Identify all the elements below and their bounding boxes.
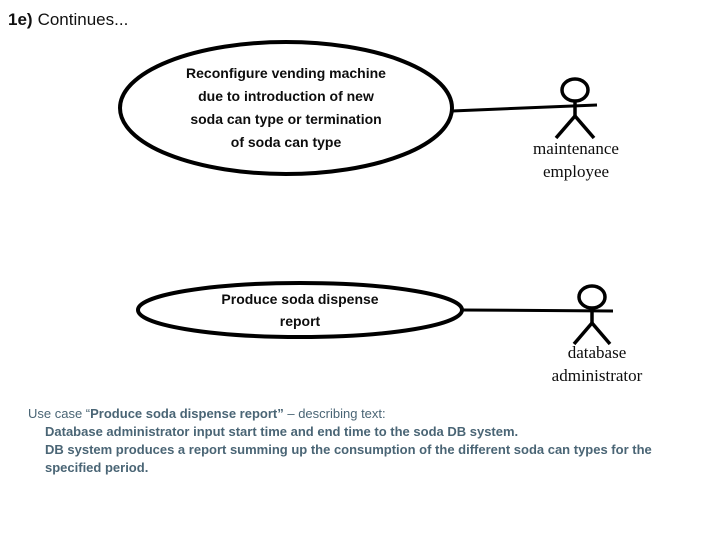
use-case1-line: of soda can type: [230, 134, 342, 150]
actor-label-database-administrator: database administrator: [517, 341, 677, 387]
actor1-left-leg: [554, 114, 577, 140]
actor2-left-leg: [572, 321, 594, 346]
use-case-ellipse-reconfigure: [118, 40, 454, 176]
description-use-case-name: Produce soda dispense report”: [90, 406, 284, 421]
slide-title-number: 1e): [8, 10, 33, 29]
description-line: specified period.: [45, 460, 149, 475]
slide-title: 1e)Continues...: [8, 10, 128, 30]
actor2-label-line: administrator: [551, 366, 643, 385]
use-case2-line: Produce soda dispense: [221, 291, 379, 307]
actor-figure-database-administrator: [572, 284, 612, 346]
use-case-description: Use case “Produce soda dispense report” …: [28, 405, 704, 477]
actor1-label-line: employee: [542, 162, 610, 181]
actor-label-maintenance-employee: maintenance employee: [500, 137, 652, 183]
use-case1-line: soda can type or termination: [190, 111, 382, 127]
description-line: DB system produces a report summing up t…: [45, 442, 652, 457]
description-intro-suffix: – describing text:: [283, 406, 386, 421]
slide-title-text: Continues...: [37, 10, 129, 29]
use-case2-line: report: [279, 313, 321, 329]
actor2-right-leg: [590, 321, 612, 346]
association-line-2: [461, 308, 614, 313]
use-case1-line: Reconfigure vending machine: [186, 65, 386, 81]
use-case-label-produce-report: Produce soda dispense report: [150, 288, 450, 332]
use-case1-line: due to introduction of new: [198, 88, 374, 104]
description-intro-prefix: Use case “: [28, 406, 91, 421]
actor2-label-line: database: [567, 343, 627, 362]
actor-figure-maintenance-employee: [554, 77, 596, 140]
actor2-head: [577, 284, 607, 310]
description-intro-line: Use case “Produce soda dispense report” …: [28, 405, 704, 423]
actor1-label-line: maintenance: [533, 139, 619, 158]
actor1-right-leg: [573, 114, 596, 140]
actor1-head: [560, 77, 590, 103]
use-case-label-reconfigure: Reconfigure vending machine due to intro…: [136, 62, 436, 154]
description-line: Database administrator input start time …: [45, 424, 519, 439]
association-line-1: [451, 103, 598, 113]
